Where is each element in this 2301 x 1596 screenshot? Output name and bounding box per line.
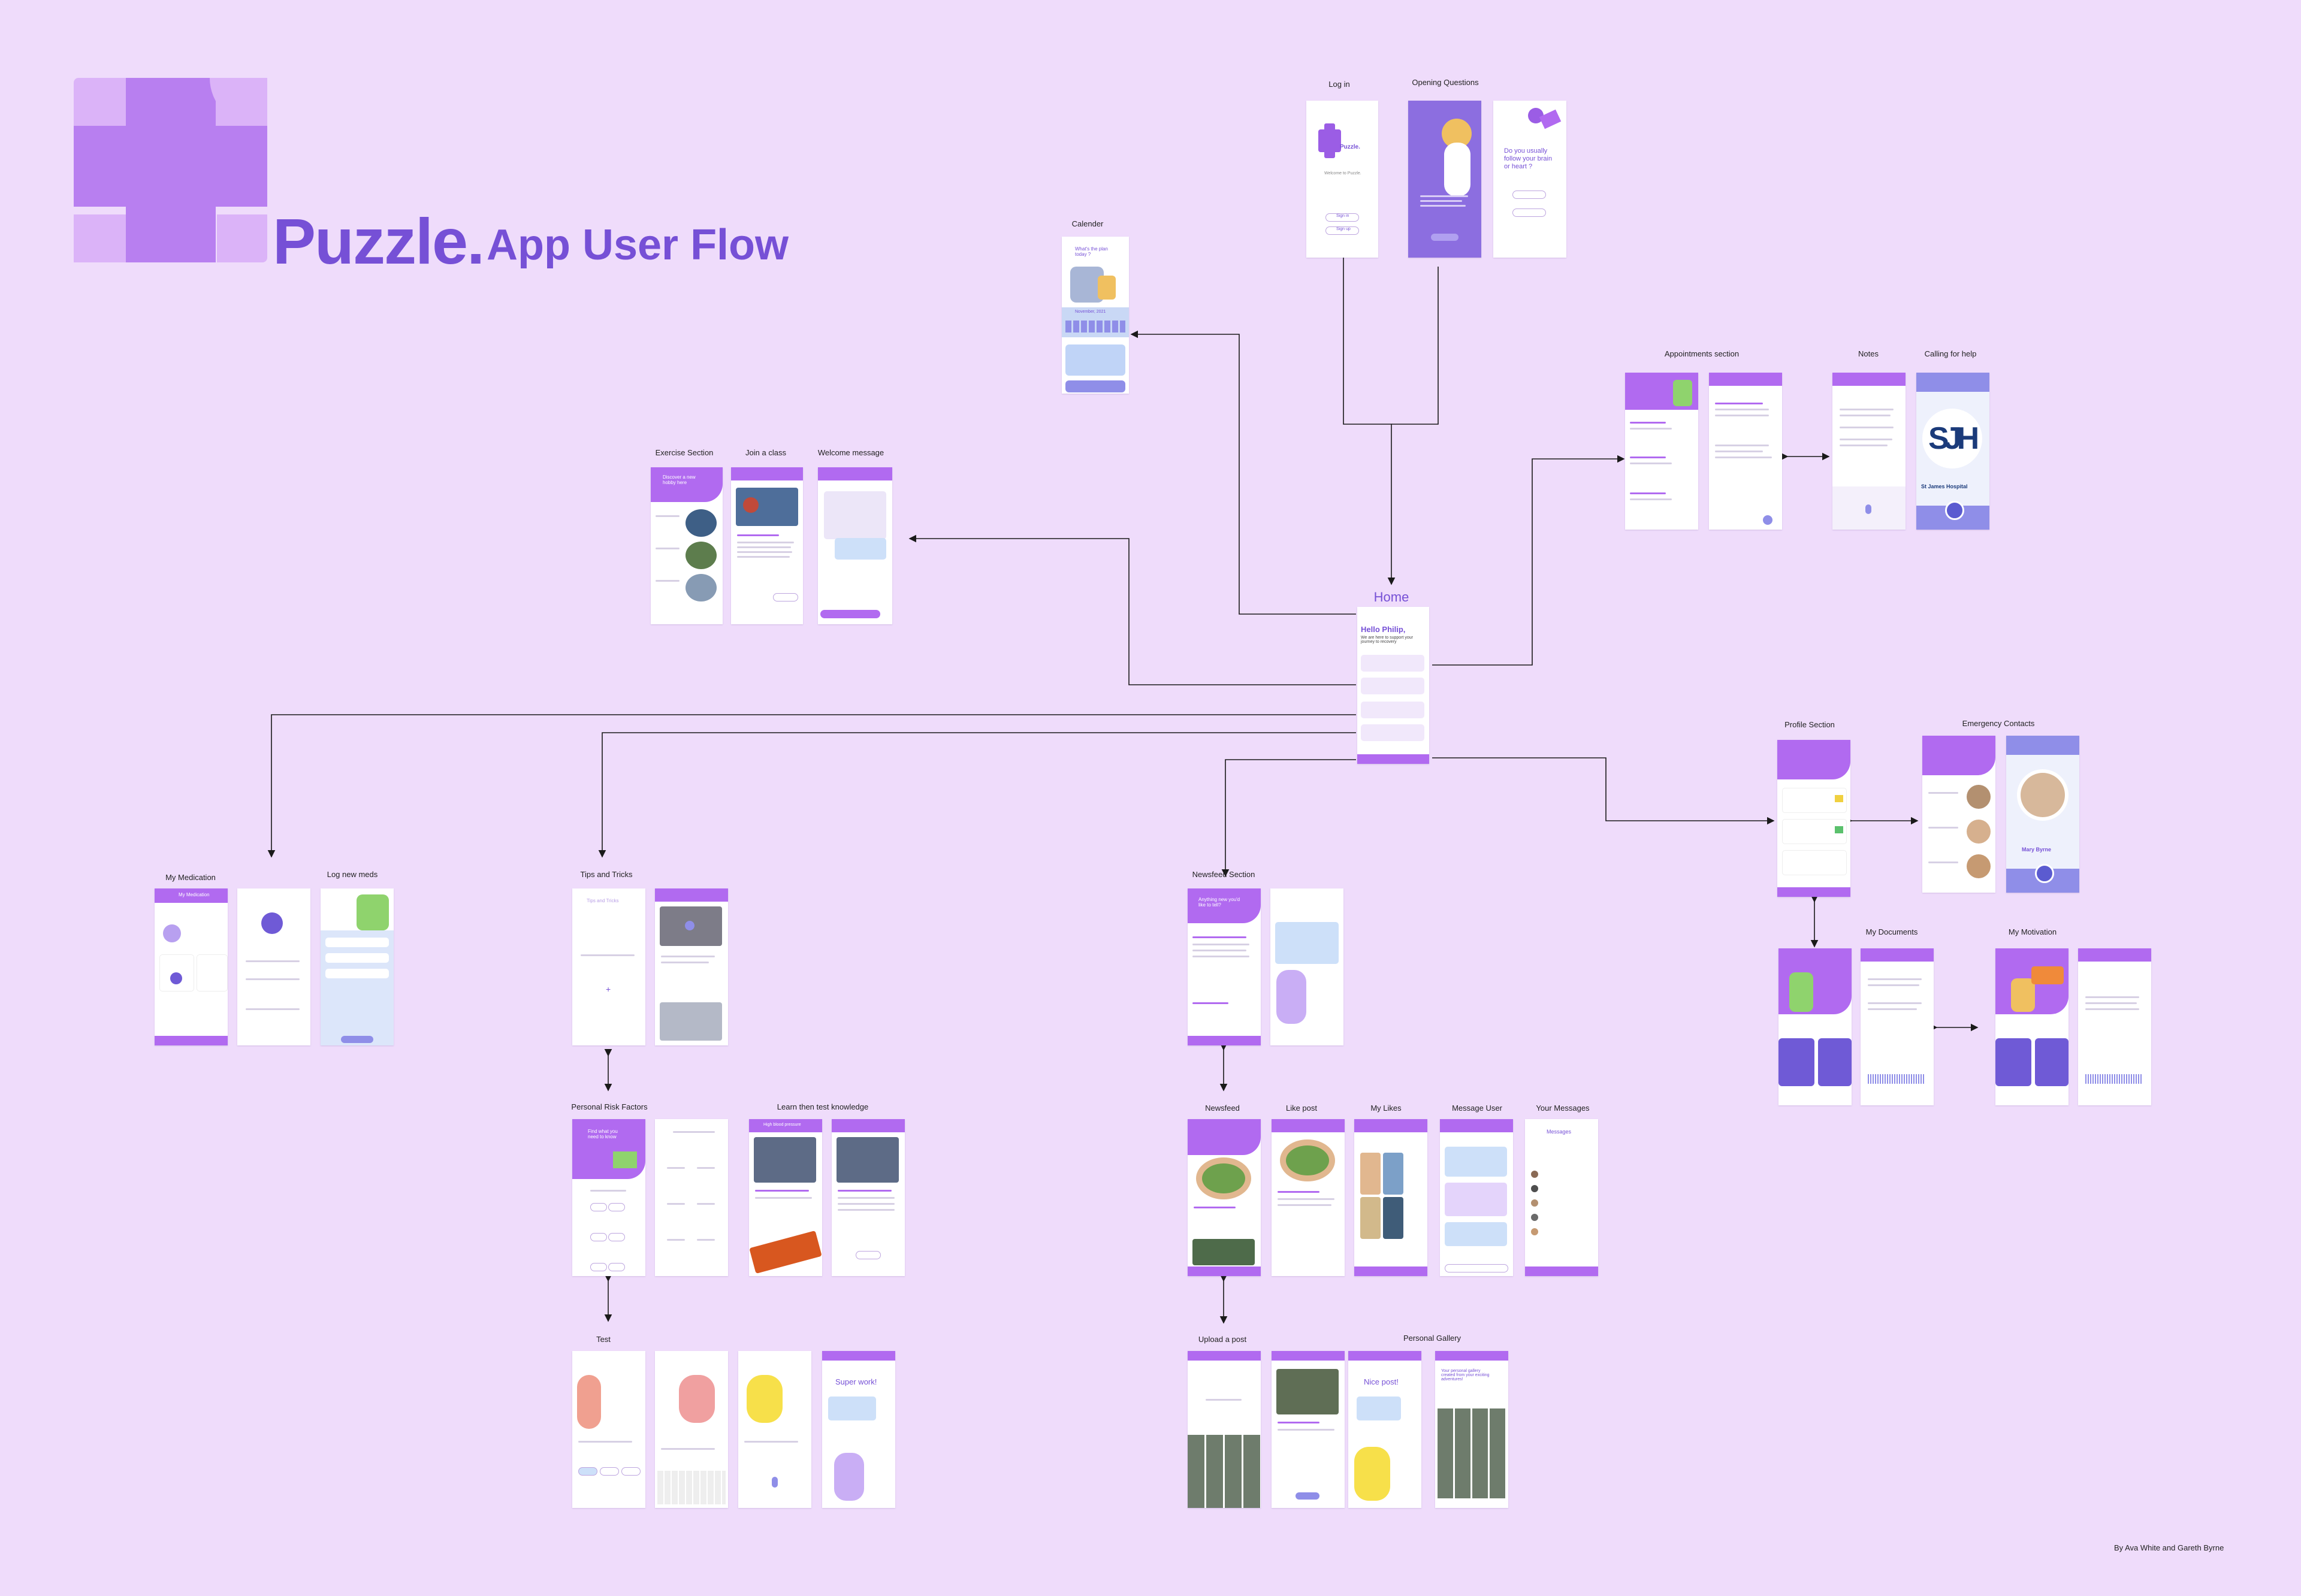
screen-newsfeed-1 [1188, 1119, 1261, 1276]
screen-login: Puzzle. Welcome to Puzzle. Sign in Sign … [1306, 101, 1378, 258]
label-profile: Profile Section [1784, 720, 1835, 729]
screen-medication-2 [237, 888, 310, 1045]
label-medication: My Medication [165, 873, 216, 882]
connector-calender [1130, 330, 1356, 615]
screen-message-user [1440, 1119, 1513, 1276]
screen-opening-1 [1408, 101, 1481, 258]
app-title: Puzzle. [273, 205, 485, 277]
sign-up-button[interactable]: Sign up [1336, 227, 1351, 231]
screen-upload-3: Nice post! [1348, 1351, 1421, 1508]
label-welcome: Welcome message [817, 448, 884, 457]
label-notes: Notes [1858, 349, 1879, 358]
connector-newsfeed [1221, 759, 1356, 877]
screen-upload-2 [1272, 1351, 1345, 1508]
screen-home: Hello Philip, We are here to support you… [1357, 607, 1429, 764]
screen-appointments-2 [1709, 373, 1782, 530]
screen-your-messages: Messages [1525, 1119, 1598, 1276]
label-gallery: Personal Gallery [1403, 1334, 1461, 1343]
connector-tips [598, 732, 1356, 858]
screen-profile [1777, 740, 1850, 897]
screen-test-3 [738, 1351, 811, 1508]
screen-motivation-1 [1995, 948, 2069, 1105]
label-upload: Upload a post [1198, 1335, 1247, 1344]
screen-test-1 [572, 1351, 645, 1508]
connector-medication [267, 714, 1356, 858]
connector-profile [1432, 757, 1775, 825]
label-newsfeed-section: Newsfeed Section [1192, 870, 1255, 879]
screen-notes [1832, 373, 1906, 530]
label-home: Home [1373, 590, 1409, 604]
label-appointments: Appointments section [1664, 349, 1740, 358]
screen-newsfeed-section-2 [1270, 888, 1343, 1045]
app-subtitle: App User Flow [487, 221, 789, 269]
label-exercise: Exercise Section [655, 448, 714, 457]
label-like-post: Like post [1285, 1104, 1318, 1113]
screen-calling: SJH St James Hospital [1916, 373, 1989, 530]
credit-text: By Ava White and Gareth Byrne [2114, 1543, 2224, 1552]
screen-test-4: Super work! [822, 1351, 895, 1508]
screen-motivation-2 [2078, 948, 2151, 1105]
screen-tips-2 [655, 888, 728, 1045]
screen-newsfeed-2 [1272, 1119, 1345, 1276]
screen-appointments-1 [1625, 373, 1698, 530]
screen-test-2 [655, 1351, 728, 1508]
screen-opening-2: Do you usually follow your brain or hear… [1493, 101, 1566, 258]
label-emergency: Emergency Contacts [1962, 719, 2035, 728]
screen-newsfeed-section-1: Anything new you'd like to tell? [1188, 888, 1261, 1045]
connector-appointments [1432, 455, 1625, 666]
screen-log-meds [321, 888, 394, 1045]
screen-learn-2 [832, 1119, 905, 1276]
label-tips: Tips and Tricks [580, 870, 633, 879]
screen-documents-1 [1778, 948, 1852, 1105]
sign-in-button[interactable]: Sign in [1336, 214, 1349, 218]
label-message-user: Message User [1452, 1104, 1502, 1113]
screen-calender: What's the plan today ? November, 2021 [1062, 237, 1129, 394]
screen-my-likes [1354, 1119, 1427, 1276]
label-motivation: My Motivation [2008, 927, 2057, 936]
label-your-messages: Your Messages [1536, 1104, 1590, 1113]
screen-learn-1: High blood pressure [749, 1119, 822, 1276]
label-join-class: Join a class [745, 448, 786, 457]
screen-medication-1: My Medication [155, 888, 228, 1045]
screen-welcome [818, 467, 892, 624]
label-calender: Calender [1071, 219, 1104, 228]
connector-exercise [908, 534, 1356, 685]
screen-upload-1 [1188, 1351, 1261, 1508]
connector-opening [1391, 267, 1439, 425]
screen-emergency-1 [1922, 736, 1995, 893]
screen-gallery: Your personal gallery created from your … [1435, 1351, 1508, 1508]
screen-exercise: Discover a new hobby here [651, 467, 723, 624]
label-learn: Learn then test knowledge [777, 1102, 869, 1111]
screen-risk-2 [655, 1119, 728, 1276]
screen-documents-2 [1861, 948, 1934, 1105]
screen-tips-1: Tips and Tricks + [572, 888, 645, 1045]
label-documents: My Documents [1865, 927, 1918, 936]
screen-risk-1: Find what you need to know [572, 1119, 645, 1276]
label-calling: Calling for help [1924, 349, 1977, 358]
screen-join-class [731, 467, 803, 624]
label-log-meds: Log new meds [327, 870, 378, 879]
label-login: Log in [1328, 80, 1350, 89]
label-newsfeed: Newsfeed [1205, 1104, 1240, 1113]
label-opening-questions: Opening Questions [1412, 78, 1479, 87]
label-test: Test [596, 1335, 611, 1344]
connector-login [1343, 258, 1396, 585]
screen-emergency-2: Mary Byrne [2006, 736, 2079, 893]
label-risk: Personal Risk Factors [571, 1102, 648, 1111]
label-my-likes: My Likes [1370, 1104, 1402, 1113]
